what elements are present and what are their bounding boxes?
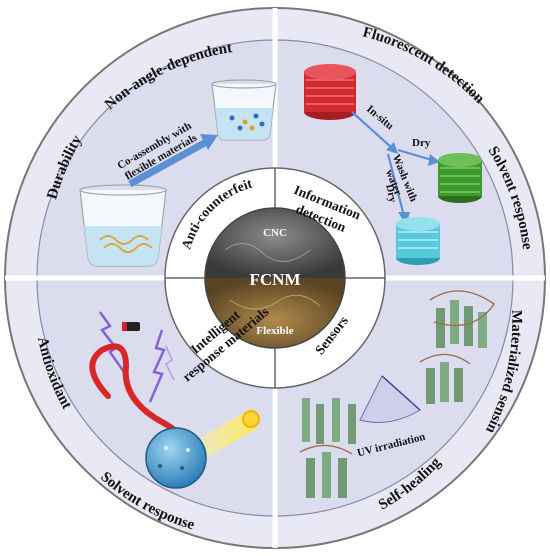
note-dry-top: Dry [412,137,431,149]
beaker-large [79,184,167,267]
core-top-label: CNC [263,227,287,239]
film-red [304,64,356,120]
beaker-small [211,79,277,141]
arrow-in-situ [351,111,398,154]
uv-wedge [359,375,421,423]
note-dry-bottom: Dry [383,183,399,204]
film-green [438,153,482,203]
sphere-particle [145,427,207,489]
film-cyan [396,217,440,265]
helix-bottom [299,444,353,498]
arrow-dry-top [397,148,440,166]
lightning-bolts [98,311,175,403]
core-title: FCNM [250,270,301,289]
arrow-co-assembly [128,134,218,188]
helix-left [302,398,356,444]
helix-top-right [429,290,495,348]
core-bottom-label: Flexible [256,325,293,337]
helix-middle [419,353,471,404]
core-circle [204,207,346,349]
